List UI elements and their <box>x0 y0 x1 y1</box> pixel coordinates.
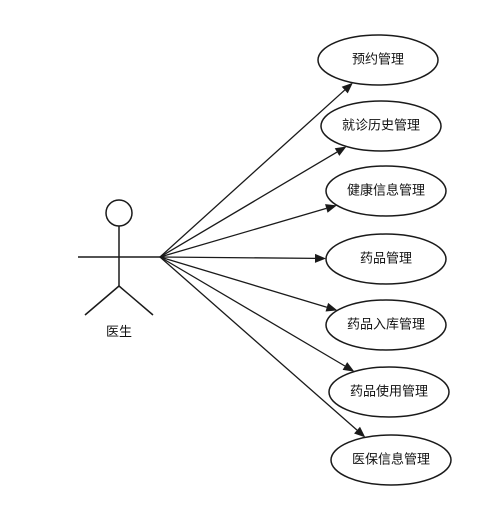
associations <box>159 82 366 438</box>
arrowhead-icon <box>325 302 338 312</box>
actor-right-leg <box>118 285 154 316</box>
actor-left-leg <box>84 285 120 316</box>
use-case-ellipse <box>330 434 452 486</box>
use-case-7: 医保信息管理 <box>330 434 452 486</box>
association-line <box>159 256 346 367</box>
use-case-5: 药品入库管理 <box>325 299 447 351</box>
use-case-2: 就诊历史管理 <box>320 100 442 152</box>
association-line <box>159 89 346 258</box>
use-case-4: 药品管理 <box>325 233 447 285</box>
use-case-label: 预约管理 <box>352 53 404 68</box>
arrowhead-icon <box>314 253 327 263</box>
use-case-label: 药品入库管理 <box>347 317 425 333</box>
arrowhead-icon <box>325 204 337 213</box>
use-case-ellipse <box>320 100 442 152</box>
arrowhead-icon <box>334 146 347 156</box>
use-case-label: 就诊历史管理 <box>342 119 420 134</box>
actor-label: 医生 <box>106 325 132 340</box>
use-case-6: 药品使用管理 <box>328 366 450 418</box>
actor-head <box>105 199 133 227</box>
actor-doctor: 医生 <box>78 199 160 340</box>
arrowhead-icon <box>354 426 366 438</box>
use-case-3: 健康信息管理 <box>325 165 447 217</box>
use-case-ellipse <box>325 233 447 285</box>
use-case-ellipse <box>325 165 447 217</box>
association-line <box>159 256 358 431</box>
use-case-ellipse <box>325 299 447 351</box>
association-line <box>159 256 316 260</box>
arrowhead-icon <box>341 82 353 94</box>
use-case-label: 医保信息管理 <box>352 452 430 468</box>
use-case-1: 预约管理 <box>317 34 439 86</box>
association-line <box>159 256 328 308</box>
arrowhead-icon <box>342 362 355 372</box>
association-line <box>159 207 327 258</box>
use-case-label: 健康信息管理 <box>347 183 425 199</box>
use-case-label: 药品使用管理 <box>350 384 428 400</box>
use-case-ellipse <box>317 34 439 86</box>
association-line <box>159 151 338 258</box>
use-case-label: 药品管理 <box>360 252 412 267</box>
use-case-ellipse <box>328 366 450 418</box>
